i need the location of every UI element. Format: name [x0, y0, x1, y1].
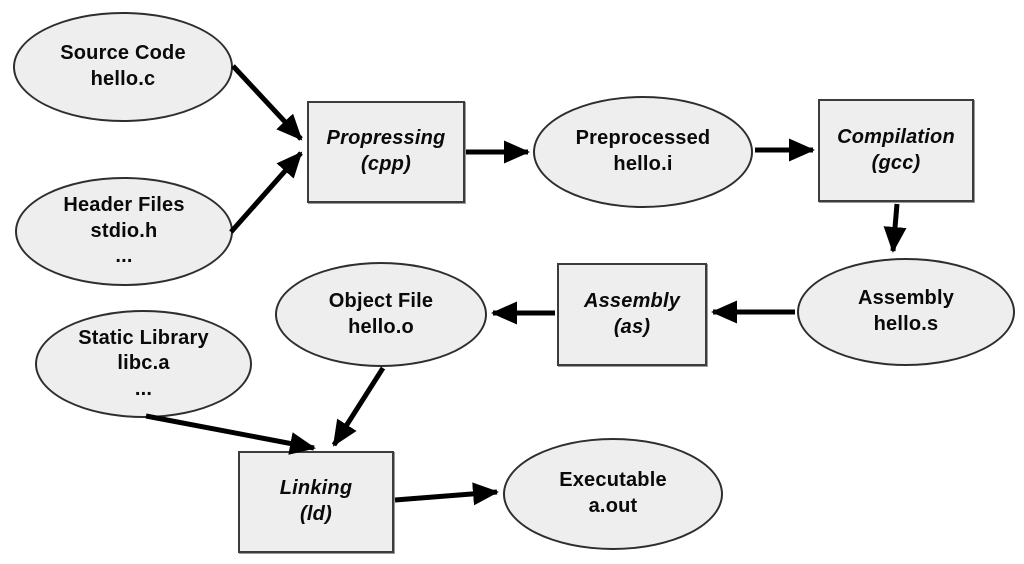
node-label: Compilation: [837, 125, 955, 148]
node-label: Preprocessed: [575, 127, 711, 150]
node-label: hello.i: [613, 153, 673, 175]
node-label: (as): [613, 315, 651, 338]
node-label: a.out: [588, 495, 638, 517]
node-label: (gcc): [871, 151, 921, 174]
node-assembly-file: Assembly hello.s: [797, 258, 1015, 366]
node-label: Assembly: [857, 287, 955, 310]
node-label: ...: [115, 245, 133, 268]
node-static-library: Static Library libc.a ...: [35, 310, 252, 418]
node-label: ...: [134, 377, 153, 400]
arrow-object_file-to-linking: [331, 366, 386, 447]
arrow-compilation-to-assembly_file: [883, 203, 907, 253]
node-preprocessed-file: Preprocessed hello.i: [533, 96, 753, 208]
node-label: Static Library: [78, 326, 209, 349]
node-compilation: Compilation (gcc): [818, 99, 974, 202]
node-label: (ld): [300, 503, 332, 525]
node-label: Header Files: [63, 194, 185, 217]
arrow-linking-to-executable: [394, 482, 499, 506]
node-label: Source Code: [60, 42, 186, 65]
node-header-files: Header Files stdio.h ...: [15, 177, 233, 286]
node-preprocessing: Propressing (cpp): [307, 101, 465, 203]
node-label: Assembly: [583, 289, 681, 312]
node-source-code: Source Code hello.c: [13, 12, 233, 122]
node-label: Propressing: [326, 127, 446, 150]
arrow-static_library-to-linking: [145, 413, 316, 455]
node-object-file: Object File hello.o: [275, 262, 487, 367]
node-label: hello.o: [348, 315, 414, 338]
arrow-source_code-to-preprocessing: [231, 64, 303, 141]
node-label: Linking: [279, 477, 353, 500]
node-executable: Executable a.out: [503, 438, 723, 550]
node-label: Object File: [328, 289, 434, 312]
node-label: hello.s: [873, 313, 939, 335]
node-label: (cpp): [361, 153, 411, 175]
node-label: libc.a: [117, 352, 170, 375]
node-label: Executable: [559, 469, 667, 492]
node-assembler: Assembly (as): [557, 263, 707, 366]
arrow-header_files-to-preprocessing: [229, 151, 303, 234]
node-linking: Linking (ld): [238, 451, 394, 553]
node-label: stdio.h: [90, 219, 158, 242]
node-label: hello.c: [90, 68, 156, 90]
